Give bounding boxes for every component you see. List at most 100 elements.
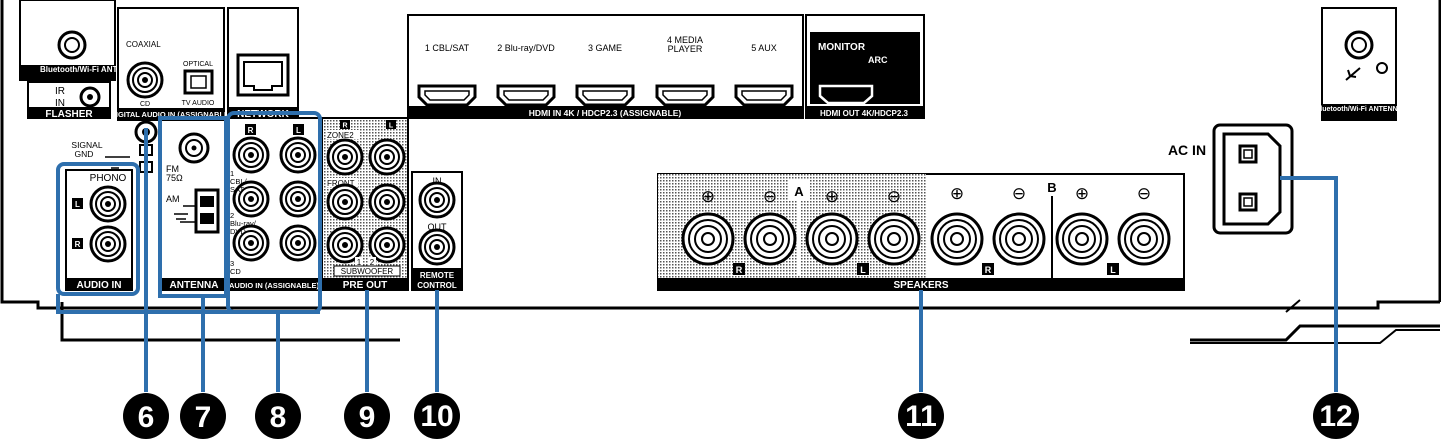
speaker-b-r-plus-terminal [930,212,984,266]
speakers-a-label: A [794,184,804,199]
hdmi-in-5-port [734,84,794,107]
hdmi-in-4-label-line1: 4 MEDIA [667,35,703,45]
antenna-section: FM 75Ω AM ANTENNA [159,119,229,291]
callout-11-badge [898,393,944,439]
b-l-minus-symbol: ⊖ [1137,184,1151,203]
zone2-l-jack [368,138,406,176]
audio-in-2-label-a: Blu-ray/ [230,219,257,228]
speaker-a-r-minus-terminal [743,212,797,266]
remote-label: REMOTE [420,271,455,280]
phono-r-label: R [75,240,81,249]
digital-audio-in-label: DIGITAL AUDIO IN (ASSIGNABLE) [110,110,232,119]
b-l-plus-symbol: ⊕ [1075,184,1089,203]
optical-tv-audio-label: TV AUDIO [182,100,215,107]
zone2-label: ZONE2 [327,131,354,140]
hdmi-out-section: MONITOR ARC HDMI OUT 4K/HDCP2.3 [805,14,925,119]
fm-ohm-label: 75Ω [166,173,183,183]
a-r-minus-symbol: ⊖ [763,187,777,206]
bt-antenna-left-label: Bluetooth/Wi-Fi ANTENNA [40,65,140,74]
audio-in-assignable: R L 1 CBL/ SAT 2 Blu-ray/ DVD 3 CD AUDIO… [228,117,320,291]
monitor-label: MONITOR [818,42,866,53]
phono-l-jack [89,185,127,223]
audio-in-assignable-label: AUDIO IN (ASSIGNABLE) [229,281,320,290]
chassis-outline [0,0,1440,310]
callout-8-number: 8 [270,401,287,434]
coaxial-label: COAXIAL [126,40,161,49]
audio-in-1-l-jack [279,136,317,174]
network-port: NETWORK [227,7,299,121]
fm-label: FM [166,164,179,174]
callout-9-badge [344,393,390,439]
hdmi-in-5-label: 5 AUX [751,43,777,53]
phono-audio-in: PHONO L R AUDIO IN [65,169,133,291]
callout-6-badge [123,393,169,439]
callout-7-badge [180,393,226,439]
speaker-b-l-minus-terminal [1117,212,1171,266]
speaker-a-r-label: R [736,265,743,275]
speaker-a-l-minus-terminal [867,212,921,266]
speaker-b-r-minus-terminal [992,212,1046,266]
chassis-foot-left [60,302,400,342]
speakers-section: A B ⊕ ⊖ ⊕ ⊖ ⊕ ⊖ ⊕ ⊖ R L R L SPEAKERS [657,173,1185,291]
flasher-label: FLASHER [45,109,93,120]
audio-in-1-label-a: CBL/ [230,177,248,186]
am-label: AM [166,194,180,204]
speaker-a-r-plus-terminal [681,212,735,266]
hdmi-in-1-port [417,84,477,107]
hdmi-in-4-label-line2: PLAYER [668,44,703,54]
phono-label: PHONO [90,173,127,184]
digital-audio-in: COAXIAL CD OPTICAL TV AUDIO DIGITAL AUDI… [110,7,232,121]
pre-out-section: R L ZONE2 FRONT 1 2 SUBWOOFER PRE OUT [321,117,409,291]
subwoofer-2-jack [368,226,406,264]
hdmi-in-bar-label: HDMI IN 4K / HDCP2.3 (ASSIGNABLE) [529,108,682,118]
hdmi-in-4-port [655,84,715,107]
pre-out-l-label: L [389,123,394,130]
hdmi-in-3-port [575,84,635,107]
b-r-plus-symbol: ⊕ [950,184,964,203]
ir-flasher-jack: IR IN FLASHER [27,81,111,120]
callout-12-number: 12 [1319,400,1352,433]
callout-8-badge [255,393,301,439]
front-label: FRONT [327,179,355,188]
audio-in-3-label: CD [230,267,241,276]
speaker-a-l-label: L [860,265,866,275]
subwoofer-1-label: 1 [357,258,362,267]
subwoofer-2-label: 2 [370,258,375,267]
audio-in-2-label-b: DVD [230,227,246,236]
a-l-plus-symbol: ⊕ [825,187,839,206]
callout-9-number: 9 [359,401,376,434]
callout-12-badge [1313,393,1359,439]
optical-label: OPTICAL [183,61,213,68]
audio-in-2-num: 2 [230,211,234,220]
hdmi-in-1-label: 1 CBL/SAT [425,43,470,53]
callout-lines [56,111,1338,392]
b-r-minus-symbol: ⊖ [1012,184,1026,203]
arc-label: ARC [868,55,888,65]
bt-antenna-right-label: Bluetooth/Wi-Fi ANTENNA [1315,106,1403,113]
a-r-plus-symbol: ⊕ [701,187,715,206]
signal-label: SIGNAL [71,140,102,150]
remote-in-jack [418,181,456,219]
remote-control-section: IN OUT REMOTE CONTROL [411,171,463,291]
audio-in-3-num: 3 [230,259,234,268]
subwoofer-label: SUBWOOFER [341,267,394,276]
audio-in-label: AUDIO IN [77,280,122,291]
front-r-jack [326,183,364,221]
hdmi-in-2-port [496,84,556,107]
callout-11-number: 11 [905,400,937,433]
remote-in-label: IN [433,176,442,186]
hdmi-in-section: 1 CBL/SAT 2 Blu-ray/DVD 3 GAME 4 MEDIA P… [407,14,804,119]
callout-6-number: 6 [138,401,155,434]
callout-10-badge [414,393,460,439]
audio-in-1-r-jack [232,136,270,174]
callout-badges: 6 7 8 9 10 11 12 [123,393,1359,439]
ir-label: IR [55,86,65,97]
audio-in-l-label: L [296,126,301,135]
hdmi-in-3-label: 3 GAME [588,43,622,53]
audio-in-1-num: 1 [230,169,234,178]
control-label: CONTROL [417,281,457,290]
speaker-b-l-label: L [1110,265,1116,275]
bt-antenna-right: Bluetooth/Wi-Fi ANTENNA [1315,7,1403,121]
